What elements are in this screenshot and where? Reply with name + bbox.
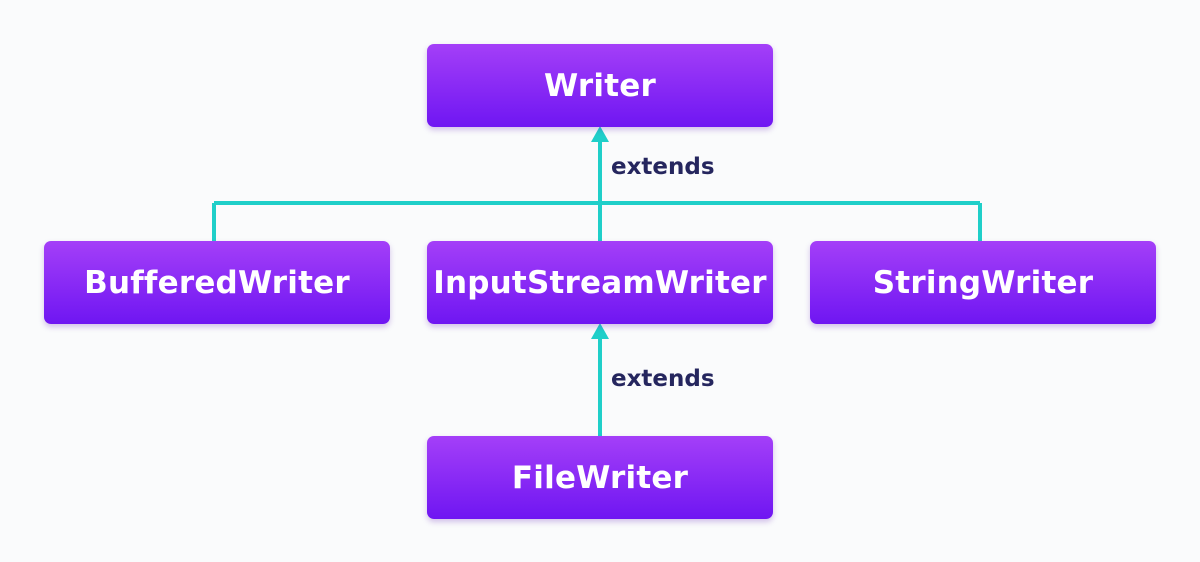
node-label-string-writer: StringWriter	[872, 264, 1094, 301]
node-label-buffered-writer: BufferedWriter	[84, 264, 350, 301]
node-writer: Writer	[427, 44, 773, 127]
node-label-writer: Writer	[544, 67, 656, 104]
edge-label-extends-writer: extends	[611, 154, 715, 180]
arrowhead-to-writer	[591, 126, 609, 142]
edge-label-extends-input-stream-writer: extends	[611, 366, 715, 392]
node-buffered-writer: BufferedWriter	[44, 241, 390, 324]
node-file-writer: FileWriter	[427, 436, 773, 519]
node-label-file-writer: FileWriter	[511, 459, 689, 496]
arrowhead-to-input-stream-writer	[591, 323, 609, 339]
node-input-stream-writer: InputStreamWriter	[427, 241, 773, 324]
node-label-input-stream-writer: InputStreamWriter	[433, 264, 767, 301]
node-string-writer: StringWriter	[810, 241, 1156, 324]
